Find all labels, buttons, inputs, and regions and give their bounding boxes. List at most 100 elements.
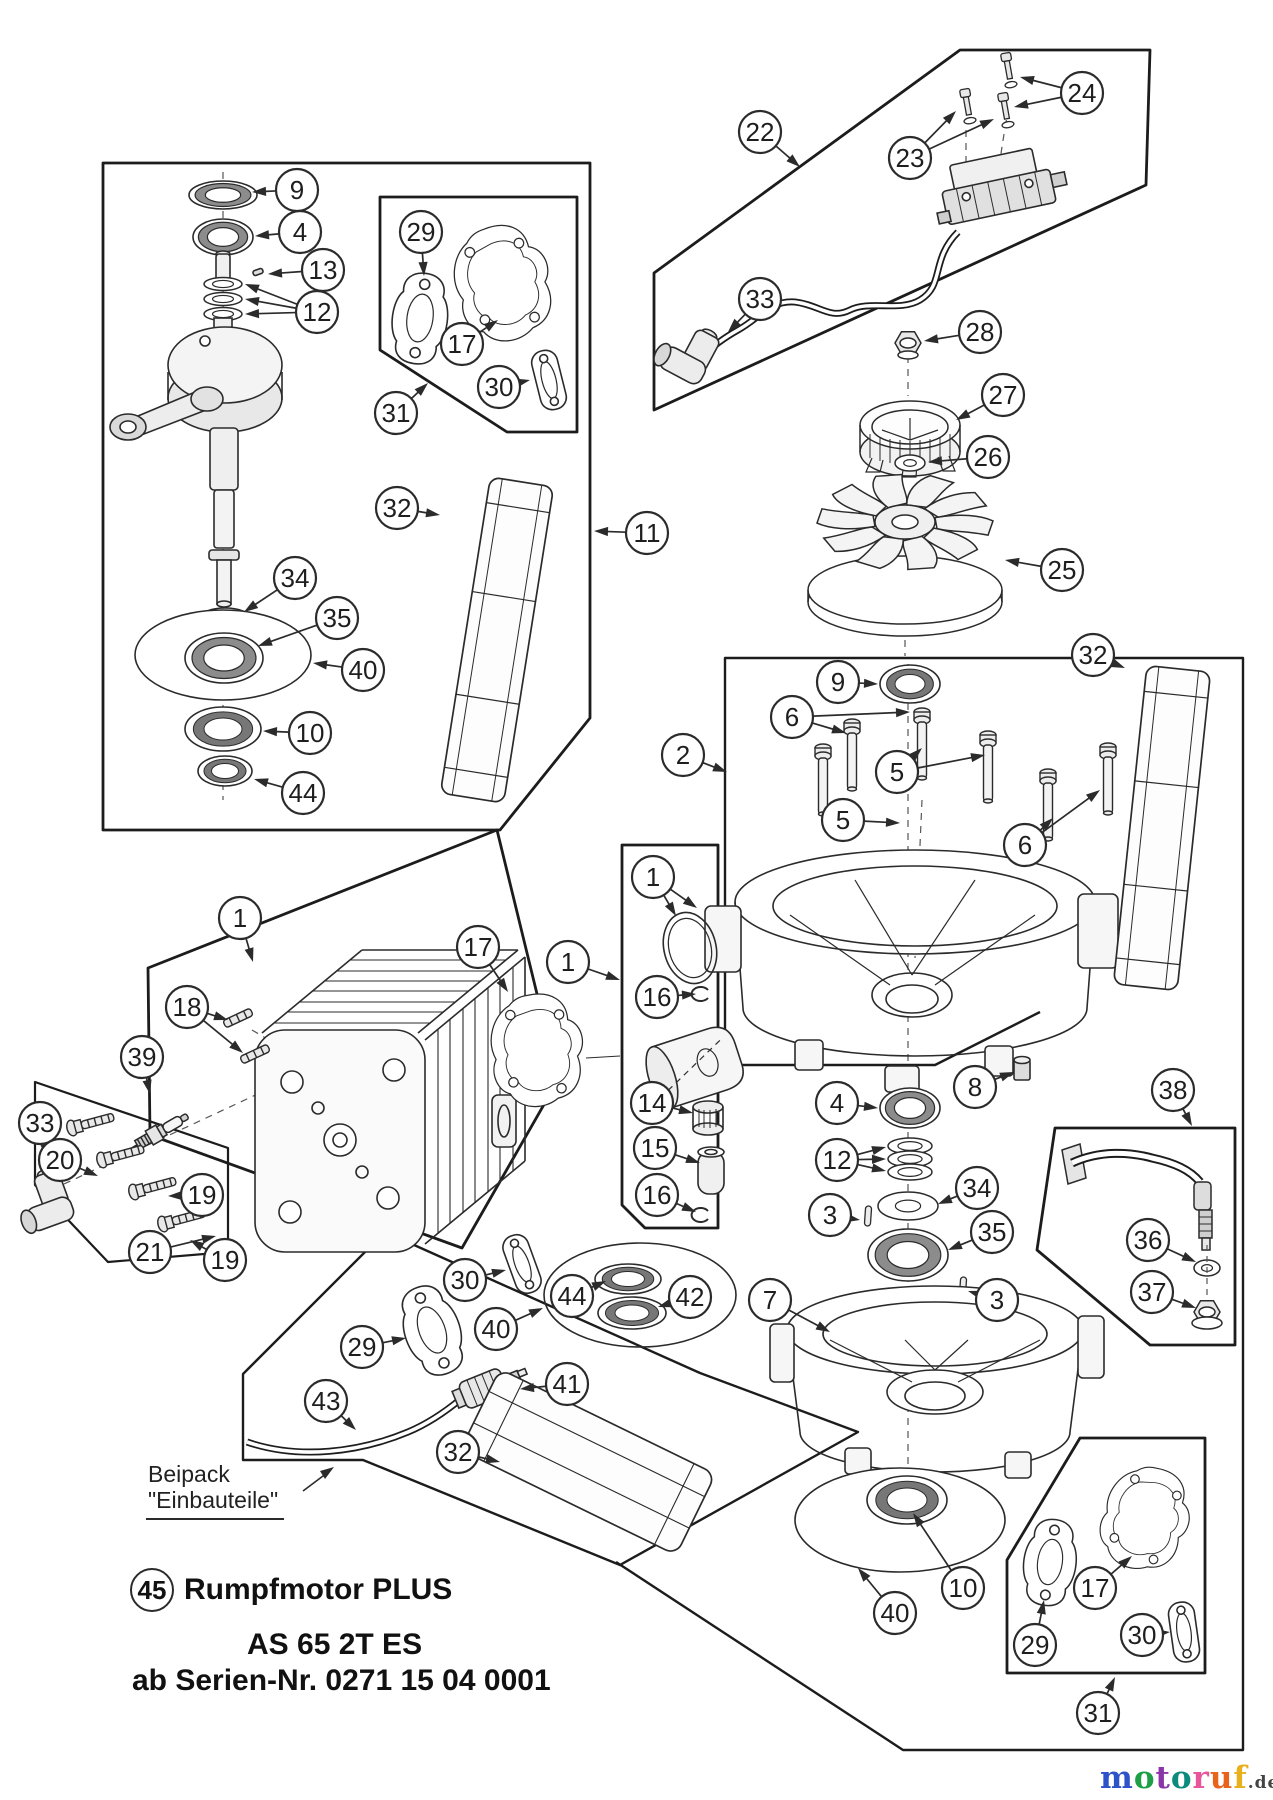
callout-number: 41 [553, 1369, 582, 1399]
part-spark-cable [701, 229, 961, 358]
callout-16: 16 [634, 974, 696, 1020]
callout-number: 16 [643, 1180, 672, 1210]
callout-38: 38 [1150, 1067, 1196, 1126]
part-ignition-coil-22 [936, 147, 1068, 226]
callout-36: 36 [1125, 1217, 1196, 1263]
leader-gasket-piston [585, 1055, 621, 1059]
callout-number: 24 [1068, 78, 1097, 108]
callout-17: 17 [1072, 1556, 1132, 1611]
title-number-badge: 45 [130, 1568, 174, 1612]
callout-number: 35 [978, 1217, 1007, 1247]
callout-number: 32 [383, 493, 412, 523]
part-deflector-32-left [439, 476, 555, 804]
part-bolt-23 [957, 87, 978, 126]
callout-13: 13 [268, 247, 346, 293]
callout-30: 30 [442, 1257, 506, 1303]
callout-number: 19 [188, 1180, 217, 1210]
part-washer-26 [895, 455, 925, 471]
callout-12: 12 [814, 1137, 886, 1183]
callout-number: 2 [676, 740, 690, 770]
watermark-letter: o [1170, 1760, 1193, 1796]
part-stud-5 [1039, 768, 1057, 842]
callout-number: 29 [348, 1332, 377, 1362]
callout-number: 40 [349, 655, 378, 685]
callout-number: 34 [281, 563, 310, 593]
callout-number: 12 [303, 297, 332, 327]
callout-number: 4 [293, 217, 307, 247]
callout-32: 32 [1070, 632, 1125, 678]
callout-number: 8 [968, 1072, 982, 1102]
part-gasket-30 [528, 346, 570, 414]
callout-10: 10 [263, 710, 333, 756]
callout-30: 30 [1119, 1612, 1170, 1658]
callout-number: 19 [211, 1245, 240, 1275]
callout-layer: 9413123435401044291730313211222423332827… [17, 70, 1196, 1736]
callout-number: 5 [836, 805, 850, 835]
callout-number: 17 [1081, 1573, 1110, 1603]
part-seal-44b [595, 1264, 661, 1294]
watermark-letter: m [1100, 1760, 1134, 1796]
callout-2: 2 [660, 732, 727, 778]
part-oil-pipe-38 [1061, 1143, 1222, 1330]
part-gasket-29b [1017, 1515, 1083, 1610]
callout-number: 29 [1021, 1630, 1050, 1660]
callout-number: 44 [289, 778, 318, 808]
part-crank-web-upper [167, 326, 283, 404]
callout-40: 40 [473, 1306, 543, 1352]
part-stud-5 [1099, 742, 1117, 816]
callout-7: 7 [747, 1277, 830, 1332]
callout-11: 11 [594, 510, 670, 556]
part-bushing-8 [1013, 1055, 1031, 1081]
part-beipack-contents [245, 1230, 737, 1552]
box-ignition-group [652, 48, 1152, 412]
part-seal-44 [198, 756, 252, 786]
beipack-line1: Beipack [148, 1461, 230, 1487]
callout-1: 1 [545, 939, 620, 985]
callout-22: 22 [737, 109, 800, 167]
part-flywheel-25 [807, 471, 1003, 637]
part-connecting-rod [109, 386, 224, 441]
callout-number: 38 [1159, 1075, 1188, 1105]
callout-27: 27 [956, 372, 1026, 420]
part-stud-5 [843, 718, 861, 792]
callout-number: 35 [323, 603, 352, 633]
callout-number: 18 [173, 992, 202, 1022]
callout-23: 23 [887, 111, 994, 181]
callout-4: 4 [255, 209, 323, 255]
callout-5: 5 [874, 748, 985, 795]
part-deflector-32-bottom [463, 1372, 713, 1552]
watermark-letter: f [1233, 1760, 1248, 1796]
part-seal-10b [867, 1476, 947, 1524]
callout-18: 18 [164, 984, 243, 1053]
callout-39: 39 [119, 1034, 165, 1094]
callout-9: 9 [815, 659, 878, 705]
part-piston-ring-1 [662, 911, 718, 985]
part-bearing-35b [868, 1229, 948, 1281]
callout-34: 34 [244, 555, 318, 612]
callout-number: 43 [312, 1386, 341, 1416]
callout-28: 28 [924, 309, 1003, 355]
callout-number: 30 [1128, 1620, 1157, 1650]
callout-8: 8 [952, 1064, 1014, 1110]
callout-number: 34 [963, 1173, 992, 1203]
callout-number: 40 [881, 1598, 910, 1628]
callout-35: 35 [948, 1209, 1015, 1255]
box-gasket-set-bottom [1005, 1436, 1207, 1675]
callout-number: 13 [309, 255, 338, 285]
part-seal-10 [185, 707, 261, 751]
callout-number: 37 [1138, 1277, 1167, 1307]
callout-6: 6 [1002, 790, 1100, 868]
part-bearing-4 [193, 219, 253, 255]
watermark-letter: t [1155, 1760, 1171, 1796]
callout-26: 26 [928, 434, 1011, 480]
callout-number: 33 [746, 284, 775, 314]
callout-44: 44 [549, 1273, 606, 1319]
callout-number: 30 [485, 372, 514, 402]
part-crankshaft-assembly [109, 181, 312, 786]
callout-10: 10 [913, 1513, 986, 1611]
box-cylinder-group [146, 828, 560, 1250]
part-ring-12 [888, 1164, 932, 1180]
callout-12: 12 [245, 284, 340, 335]
part-gasket-30b [1166, 1599, 1202, 1665]
callout-number: 29 [407, 217, 436, 247]
